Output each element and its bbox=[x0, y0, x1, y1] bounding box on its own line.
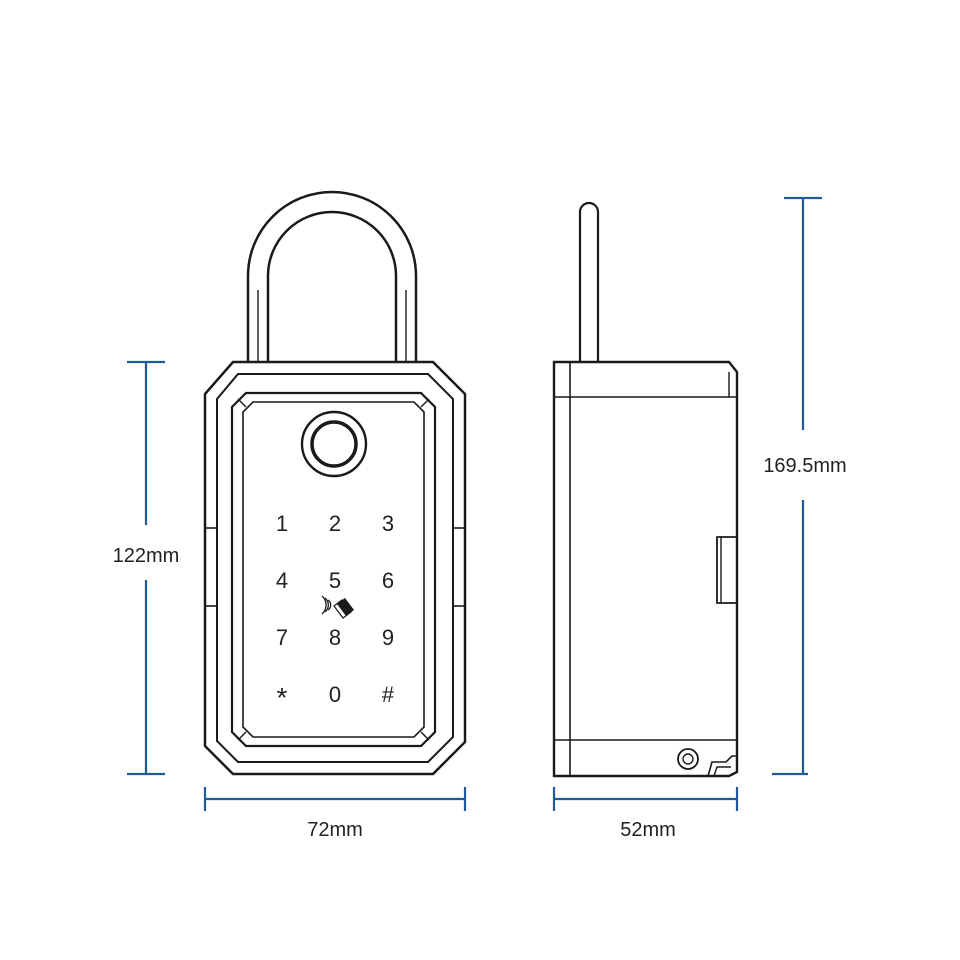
keypad-key-2[interactable]: 2 bbox=[329, 511, 341, 536]
keypad-key-star[interactable]: * bbox=[277, 682, 288, 713]
side-latch[interactable] bbox=[716, 536, 737, 604]
keypad-key-9[interactable]: 9 bbox=[382, 625, 394, 650]
keypad-key-1[interactable]: 1 bbox=[276, 511, 288, 536]
side-corner-detail bbox=[707, 755, 737, 777]
dimension-label-front-height: 122mm bbox=[113, 545, 180, 567]
front-housing-rim bbox=[216, 373, 454, 763]
keypad-key-hash[interactable]: # bbox=[382, 682, 395, 707]
dimension-line-side-width bbox=[552, 787, 739, 811]
shackle-side bbox=[578, 201, 600, 362]
keypad-key-5[interactable]: 5 bbox=[329, 568, 341, 593]
housing-notches bbox=[205, 527, 465, 607]
keypad-key-3[interactable]: 3 bbox=[382, 511, 394, 536]
panel-bevels bbox=[237, 398, 430, 741]
keypad-key-4[interactable]: 4 bbox=[276, 568, 288, 593]
keypad-panel-inner bbox=[242, 401, 425, 738]
keyhole-icon[interactable] bbox=[677, 748, 699, 770]
dimension-lines bbox=[127, 196, 822, 811]
keypad-key-0[interactable]: 0 bbox=[329, 682, 341, 707]
front-housing-outer bbox=[203, 360, 467, 776]
dimension-label-total-height: 169.5mm bbox=[763, 455, 846, 477]
front-view: 1 2 3 4 5 6 7 8 9 * 0 # bbox=[203, 190, 467, 776]
fingerprint-sensor-icon[interactable] bbox=[300, 410, 368, 478]
dimension-line-total-height bbox=[772, 196, 822, 776]
dimension-label-front-width: 72mm bbox=[307, 819, 363, 841]
dimension-label-side-width: 52mm bbox=[620, 819, 676, 841]
dimension-line-front-height bbox=[127, 360, 165, 776]
keypad-key-6[interactable]: 6 bbox=[382, 568, 394, 593]
keypad-panel-outer bbox=[230, 391, 437, 748]
dimension-line-front-width bbox=[203, 787, 467, 811]
nfc-card-icon bbox=[321, 595, 354, 619]
keypad-key-7[interactable]: 7 bbox=[276, 625, 288, 650]
shackle bbox=[246, 190, 418, 362]
keypad: 1 2 3 4 5 6 7 8 9 * 0 # bbox=[276, 511, 395, 713]
side-view bbox=[552, 201, 739, 778]
side-body-outer bbox=[552, 360, 739, 778]
keypad-key-8[interactable]: 8 bbox=[329, 625, 341, 650]
